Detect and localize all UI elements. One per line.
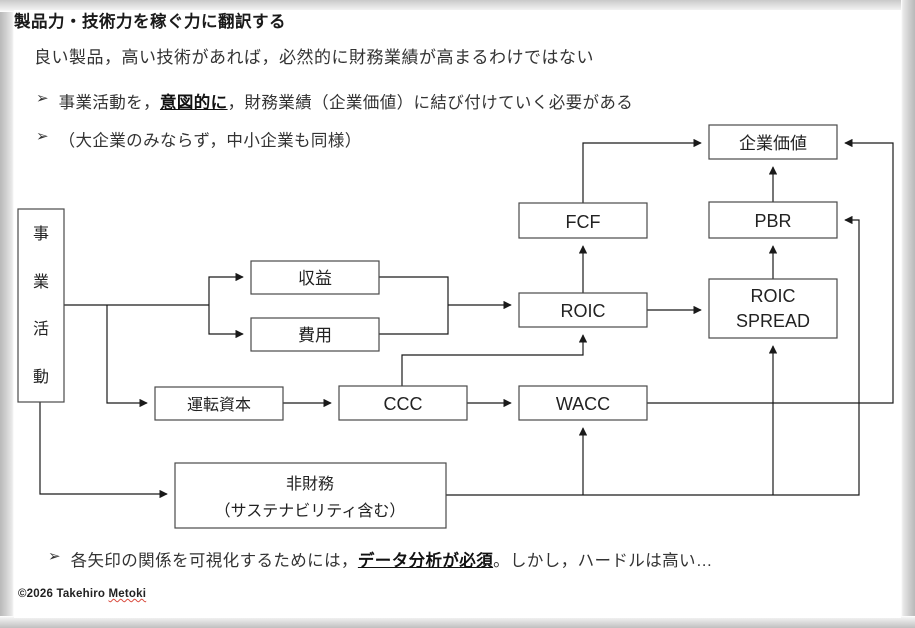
node-expense[interactable]: 費用 — [250, 317, 380, 352]
node-roic-box[interactable] — [518, 292, 648, 328]
node-roic-spread[interactable]: ROIC SPREAD — [708, 278, 838, 339]
node-wacc-label: WACC — [556, 394, 610, 414]
bullet-item-3: ➢ 各矢印の関係を可視化するためには，データ分析が必須。しかし，ハードルは高い… — [48, 547, 713, 571]
edge-wacc-corporate-value — [646, 138, 894, 404]
node-nonfinancial[interactable]: 非財務 （サステナビリティ含む） — [174, 462, 447, 529]
edge-nonfinancial-pbr — [446, 215, 860, 496]
bullet-marker-icon: ➢ — [36, 90, 49, 107]
bullet-item-2: ➢ （大企業のみならず，中小企業も同様） — [36, 127, 362, 151]
node-revenue[interactable]: 収益 — [250, 260, 380, 295]
node-roic-spread-box[interactable] — [708, 278, 838, 339]
node-corporate-value-label: 企業価値 — [739, 134, 807, 153]
node-nonfinancial-box[interactable] — [174, 462, 447, 529]
node-roic[interactable]: ROIC — [518, 292, 648, 328]
node-ccc[interactable]: CCC — [338, 385, 468, 421]
bullet-1-emphasis: 意図的に — [159, 94, 228, 112]
bullet-3-text: 各矢印の関係を可視化するためには，データ分析が必須。しかし，ハードルは高い… — [70, 552, 713, 570]
edge-ccc-roic — [401, 334, 588, 386]
node-business-activity[interactable]: 事 業 活 動 — [17, 208, 65, 403]
node-revenue-label: 収益 — [298, 269, 332, 288]
node-working-capital-label: 運転資本 — [187, 396, 251, 414]
node-ccc-box[interactable] — [338, 385, 468, 421]
edge-activity-expense — [208, 305, 244, 339]
bullet-3-emphasis: データ分析が必須 — [357, 552, 494, 570]
node-roic-label: ROIC — [561, 301, 606, 321]
copyright-author: Metoki — [108, 588, 147, 600]
copyright-notice: ©2026 Takehiro Metoki — [18, 588, 147, 600]
node-business-activity-char-4: 動 — [33, 368, 49, 386]
bullet-marker-icon: ➢ — [48, 548, 61, 565]
slide-frame-right — [901, 0, 915, 628]
node-fcf-box[interactable] — [518, 202, 648, 239]
node-wacc-box[interactable] — [518, 385, 648, 421]
slide-frame-bottom — [0, 616, 915, 628]
node-expense-box[interactable] — [250, 317, 380, 352]
edge-fcf-corporate-value — [582, 138, 702, 203]
node-pbr-box[interactable] — [708, 201, 838, 239]
node-corporate-value-box[interactable] — [708, 124, 838, 160]
node-ccc-label: CCC — [384, 394, 423, 414]
node-fcf-label: FCF — [566, 212, 601, 232]
node-roic-spread-label-line2: SPREAD — [736, 311, 810, 331]
diagram-connectors — [39, 138, 894, 499]
bullet-item-1: ➢ 事業活動を，意図的に，財務業績（企業価値）に結び付けていく必要がある — [36, 89, 633, 113]
edge-activity-revenue — [208, 272, 244, 305]
node-working-capital-box[interactable] — [154, 386, 284, 421]
node-expense-label: 費用 — [298, 326, 332, 345]
node-corporate-value[interactable]: 企業価値 — [708, 124, 838, 160]
node-pbr[interactable]: PBR — [708, 201, 838, 239]
edge-activity-working-capital — [106, 305, 148, 408]
node-business-activity-char-3: 活 — [33, 320, 49, 338]
node-working-capital[interactable]: 運転資本 — [154, 386, 284, 421]
subtitle-text: 良い製品，高い技術があれば，必然的に財務業績が高まるわけではない — [34, 48, 594, 67]
bullet-1-text: 事業活動を，意図的に，財務業績（企業価値）に結び付けていく必要がある — [58, 94, 634, 112]
node-pbr-label: PBR — [754, 211, 791, 231]
node-revenue-box[interactable] — [250, 260, 380, 295]
page-title: 製品力・技術力を稼ぐ力に翻訳する — [14, 13, 286, 31]
node-nonfinancial-label-line1: 非財務 — [286, 475, 334, 493]
node-business-activity-char-1: 事 — [33, 225, 49, 243]
node-business-activity-box[interactable] — [17, 208, 65, 403]
node-nonfinancial-label-line2: （サステナビリティ含む） — [215, 502, 406, 520]
node-roic-spread-label-line1: ROIC — [751, 286, 796, 306]
node-fcf[interactable]: FCF — [518, 202, 648, 239]
bullet-marker-icon: ➢ — [36, 128, 49, 145]
bullet-2-text: （大企業のみならず，中小企業も同様） — [58, 132, 362, 150]
slide-frame-top — [0, 0, 915, 12]
node-wacc[interactable]: WACC — [518, 385, 648, 421]
edge-activity-nonfinancial — [39, 402, 168, 499]
node-business-activity-char-2: 業 — [33, 273, 49, 291]
edge-revenue-expense-merge — [379, 276, 449, 335]
